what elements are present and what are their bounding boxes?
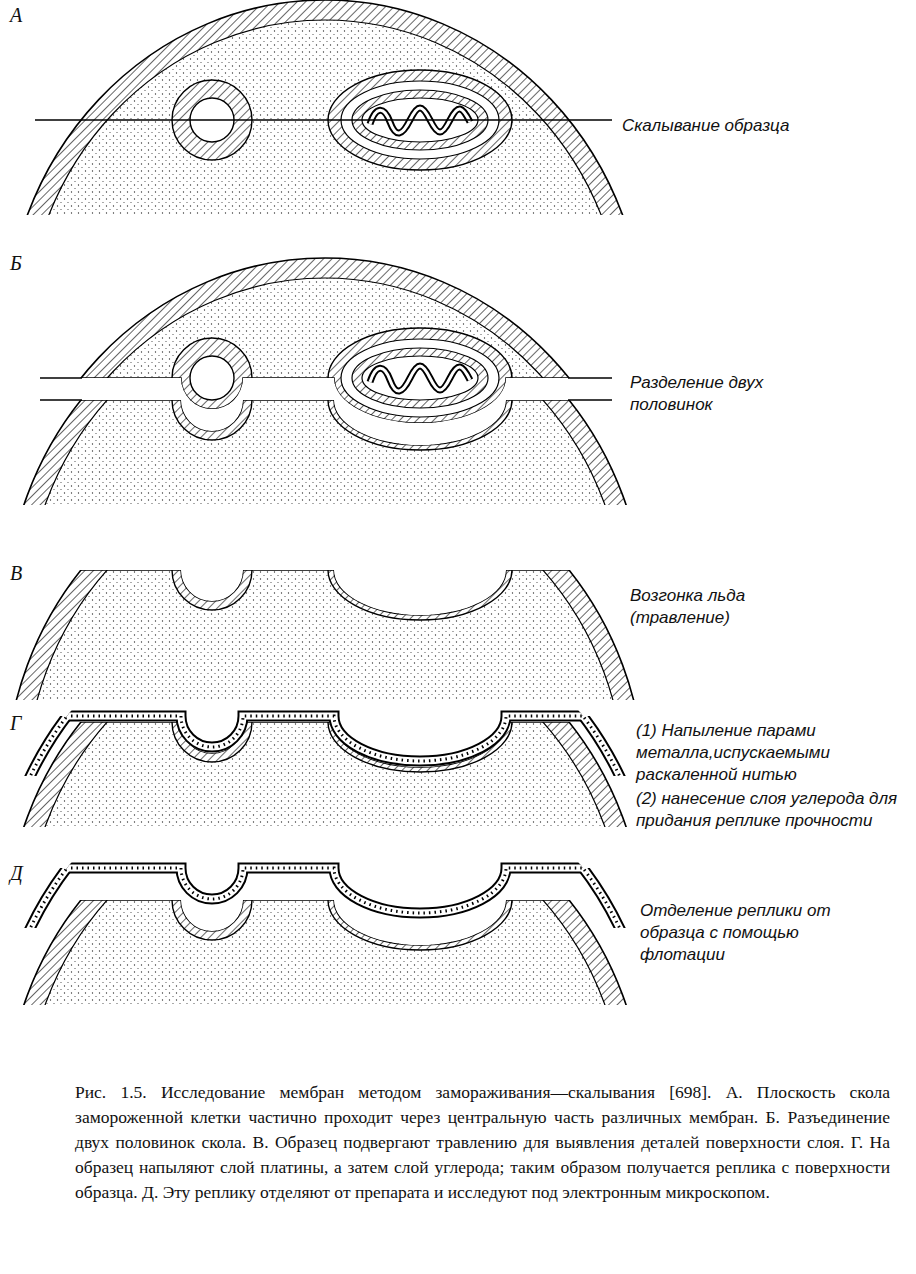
- panel-letter: Г: [10, 712, 21, 734]
- panel-letter: Д: [10, 862, 23, 884]
- step-label: Возгонка льда (травление): [630, 585, 805, 629]
- sample-after-separation: [0, 780, 916, 1274]
- replica: [0, 737, 916, 1274]
- figure-caption: Рис. 1.5. Исследование мембран методом з…: [75, 1080, 890, 1205]
- panel-letter: Б: [10, 252, 22, 274]
- step-label: (1) Напыление парами металла,испускаемым…: [636, 720, 906, 786]
- panel-letter: В: [10, 562, 22, 584]
- panel-letter: А: [10, 4, 22, 26]
- step-label: Скалывание образца: [622, 115, 907, 137]
- step-label: (2) нанесение слоя углерода для придания…: [636, 788, 906, 832]
- step-label: Отделение реплики от образца с помощью ф…: [640, 900, 880, 966]
- step-label: Разделение двух половинок: [630, 372, 805, 416]
